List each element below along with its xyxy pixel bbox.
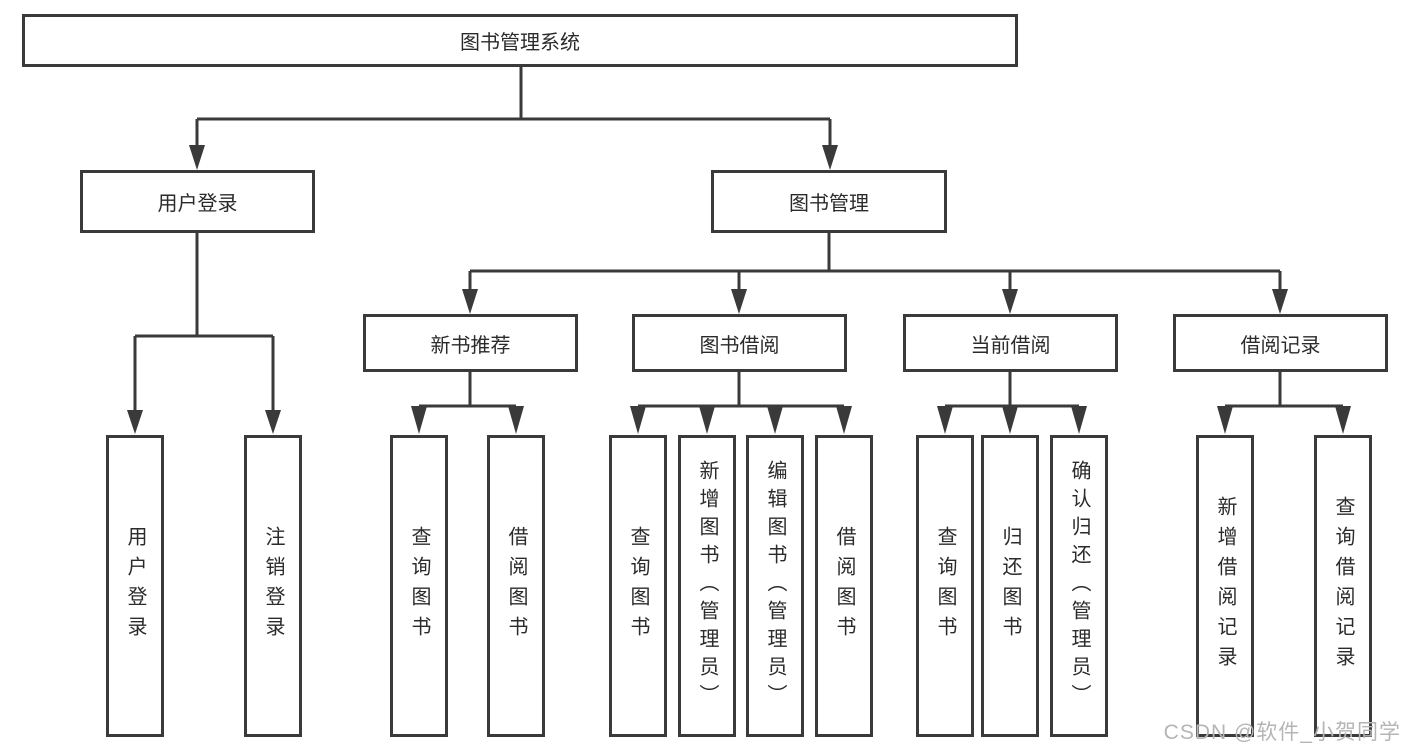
watermark: CSDN @软件_小贺同学 [1163, 721, 1401, 744]
leaf-borrow-books: 借阅图书 [815, 435, 873, 737]
node-current-borrowing: 当前借阅 [903, 314, 1118, 372]
leaf-user-login: 用户登录 [106, 435, 164, 737]
node-label: 借阅记录 [1240, 334, 1321, 357]
node-label: 图书管理 [789, 193, 869, 215]
node-label: 新增借阅记录 [1214, 496, 1236, 676]
node-label: 当前借阅 [970, 334, 1051, 357]
node-user-login-branch: 用户登录 [80, 170, 315, 233]
node-label: 图书借阅 [699, 334, 780, 357]
node-label: 注销登录 [262, 526, 284, 646]
node-label: 查询图书 [934, 526, 956, 646]
node-label: 图书管理系统 [460, 32, 580, 54]
node-label: 新增图书（管理员） [696, 460, 718, 712]
node-label: 借阅图书 [833, 526, 855, 646]
leaf-borrow-books-recommend: 借阅图书 [487, 435, 545, 737]
node-label: 确认归还（管理员） [1068, 460, 1090, 712]
leaf-logout: 注销登录 [244, 435, 302, 737]
leaf-edit-books-admin: 编辑图书（管理员） [746, 435, 804, 737]
node-label: 查询图书 [627, 526, 649, 646]
node-label: 新书推荐 [430, 334, 511, 357]
leaf-query-books-current: 查询图书 [916, 435, 974, 737]
node-book-management-branch: 图书管理 [711, 170, 947, 233]
node-label: 归还图书 [999, 526, 1021, 646]
node-label: 用户登录 [124, 526, 146, 646]
leaf-return-books: 归还图书 [981, 435, 1039, 737]
leaf-add-books-admin: 新增图书（管理员） [678, 435, 736, 737]
node-new-book-recommend: 新书推荐 [363, 314, 578, 372]
leaf-query-books-recommend: 查询图书 [390, 435, 448, 737]
node-label: 借阅图书 [505, 526, 527, 646]
node-borrowing-records: 借阅记录 [1173, 314, 1388, 372]
node-label: 用户登录 [157, 193, 238, 215]
node-label: 查询借阅记录 [1332, 496, 1354, 676]
node-label: 查询图书 [408, 526, 430, 646]
node-label: 编辑图书（管理员） [764, 460, 786, 712]
node-library-management-system: 图书管理系统 [22, 14, 1018, 67]
leaf-confirm-return-admin: 确认归还（管理员） [1050, 435, 1108, 737]
leaf-add-borrow-record: 新增借阅记录 [1196, 435, 1254, 737]
leaf-query-borrow-record: 查询借阅记录 [1314, 435, 1372, 737]
node-book-borrowing: 图书借阅 [632, 314, 847, 372]
leaf-query-books-borrow: 查询图书 [609, 435, 667, 737]
